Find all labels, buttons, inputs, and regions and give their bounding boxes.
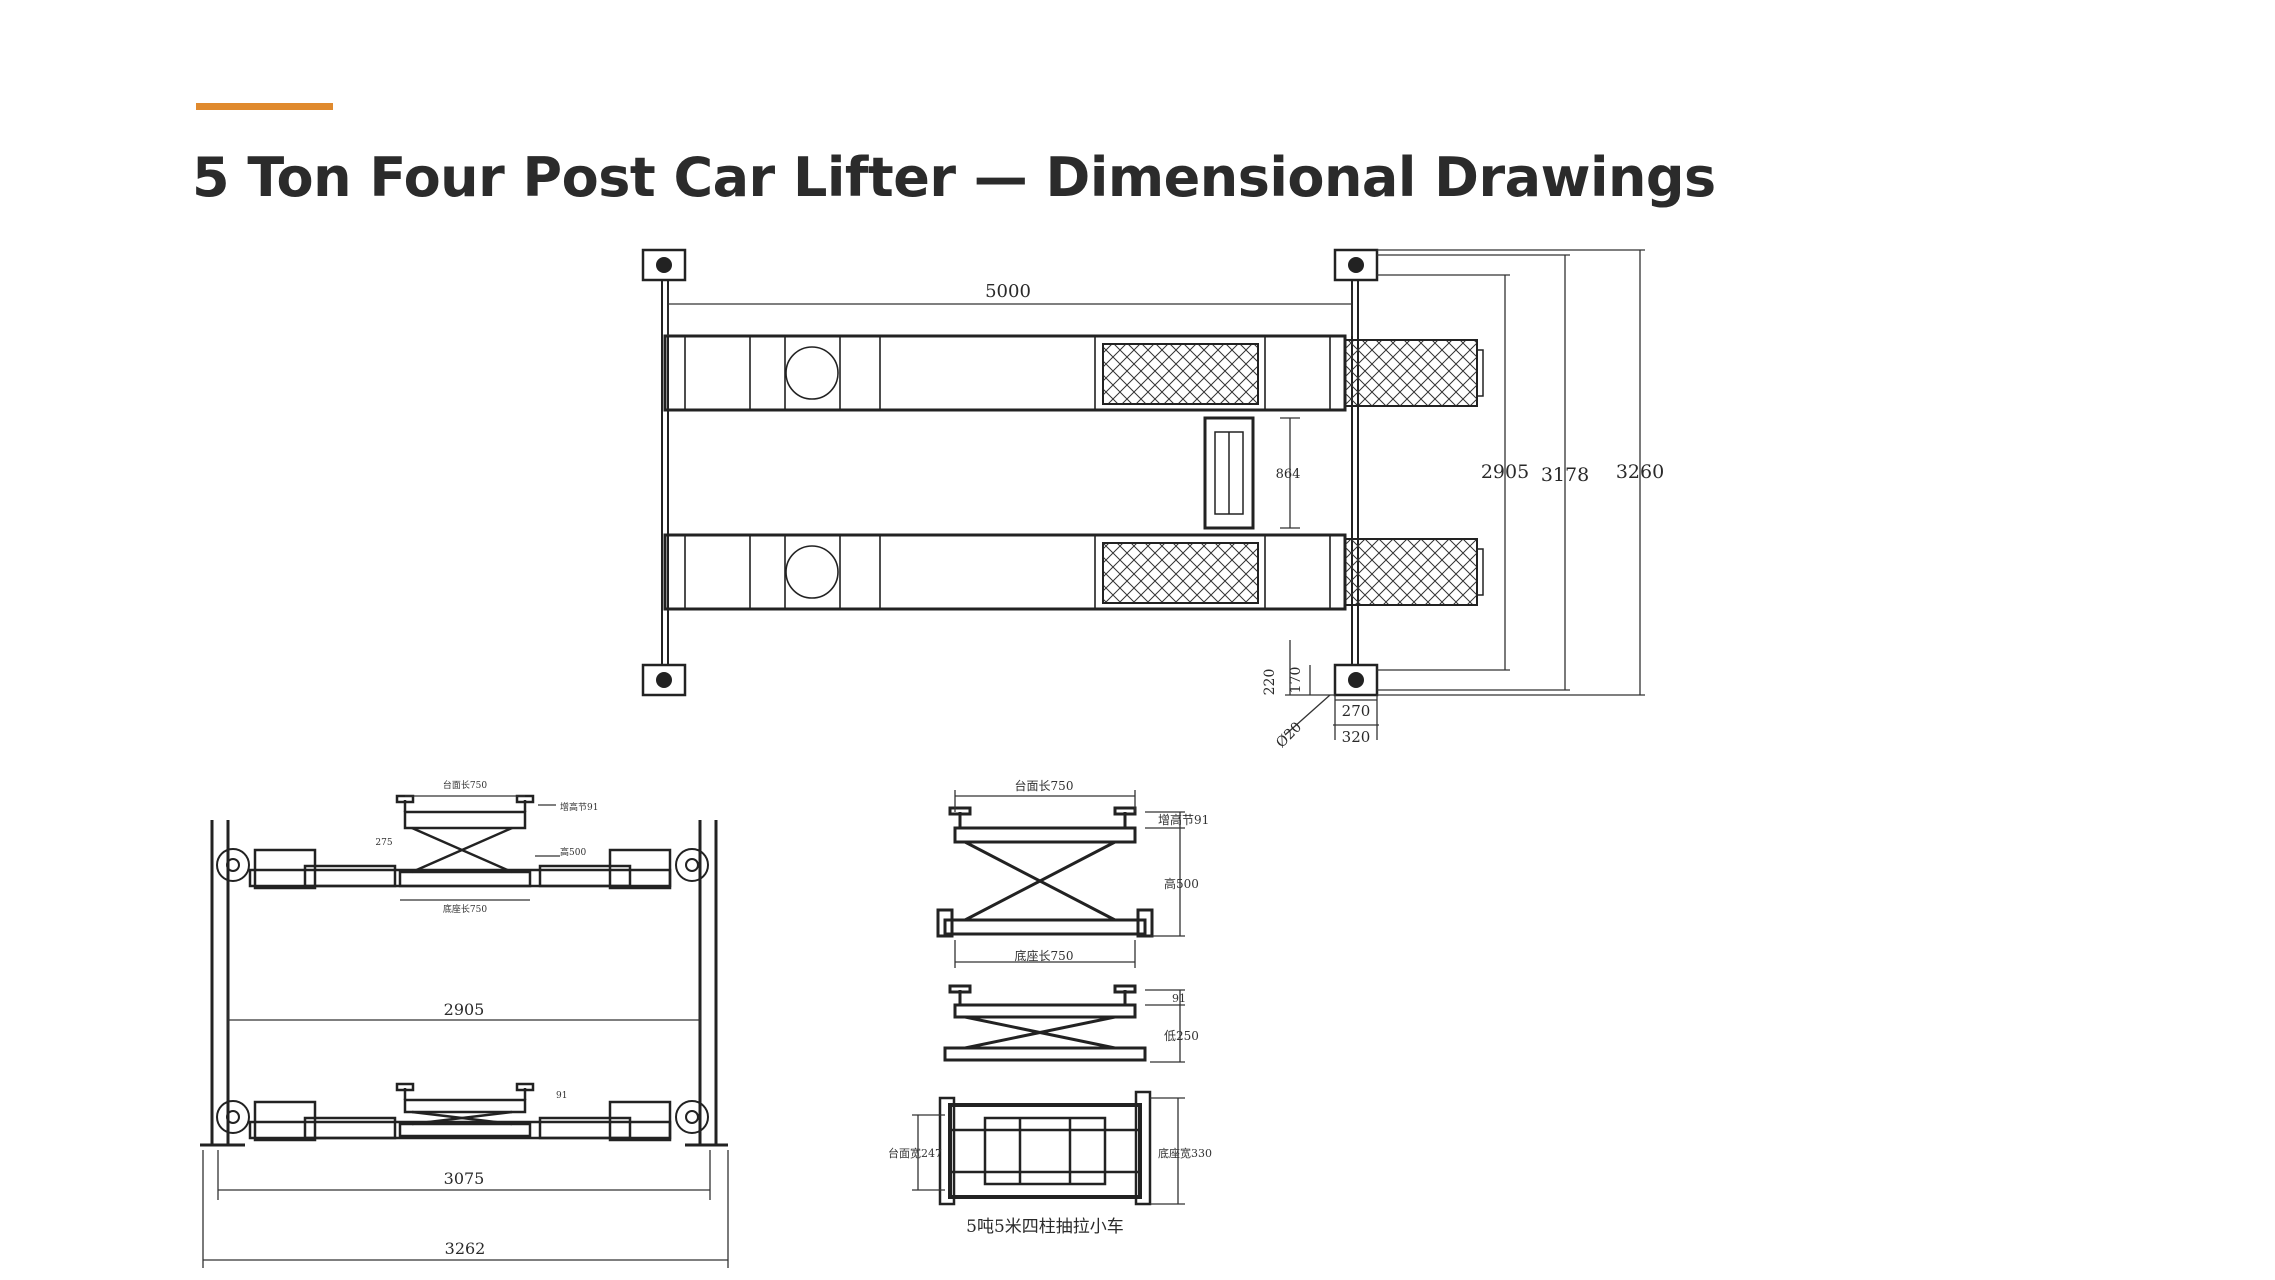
front-inner-width: 2905 xyxy=(444,1000,485,1019)
page-title: 5 Ton Four Post Car Lifter — Dimensional… xyxy=(192,146,1716,209)
dim-width-mid: 3178 xyxy=(1541,464,1589,486)
dim-length: 5000 xyxy=(985,281,1031,302)
dim-base-w1: 270 xyxy=(1342,702,1371,720)
jack-base-width: 底座宽330 xyxy=(1158,1146,1212,1160)
front-outer-width: 3075 xyxy=(444,1169,485,1188)
front-overall-width: 3262 xyxy=(445,1239,486,1258)
top-view-drawing: 5000 864 2905 3178 3260 220 170 270 320 … xyxy=(641,248,1664,751)
front-small-base: 底座长750 xyxy=(443,903,487,915)
jack-detail-drawing: 台面长750 增高节91 高500 底座长750 91 低250 xyxy=(888,778,1212,1237)
dim-runway-gap: 864 xyxy=(1276,467,1301,482)
dim-base-h1: 220 xyxy=(1262,669,1278,696)
jack-table-width: 台面宽247 xyxy=(888,1146,942,1160)
dim-hole: Ø20 xyxy=(1273,719,1305,751)
dim-base-w2: 320 xyxy=(1342,728,1371,746)
front-small-275: 275 xyxy=(375,838,392,848)
jack-low-height: 低250 xyxy=(1164,1029,1199,1043)
front-view-drawing: 台面长750 增高节91 275 高500 底座长750 91 2905 307… xyxy=(200,779,729,1268)
jack-table-length: 台面长750 xyxy=(1015,778,1074,793)
jack-ext-small: 91 xyxy=(1172,992,1186,1005)
jack-height: 高500 xyxy=(1164,876,1199,891)
dim-width-inner: 2905 xyxy=(1481,461,1529,483)
dim-width-outer: 3260 xyxy=(1616,461,1664,483)
title-accent-bar xyxy=(196,103,333,110)
front-small-height: 高500 xyxy=(560,846,586,858)
jack-extension: 增高节91 xyxy=(1158,812,1209,827)
front-small-91: 91 xyxy=(556,1091,567,1101)
front-small-top: 台面长750 xyxy=(443,779,487,791)
jack-base-length: 底座长750 xyxy=(1015,948,1074,963)
dim-base-h2: 170 xyxy=(1288,667,1304,694)
jack-caption: 5吨5米四柱抽拉小车 xyxy=(966,1217,1124,1237)
front-small-extend: 增高节91 xyxy=(560,801,598,813)
